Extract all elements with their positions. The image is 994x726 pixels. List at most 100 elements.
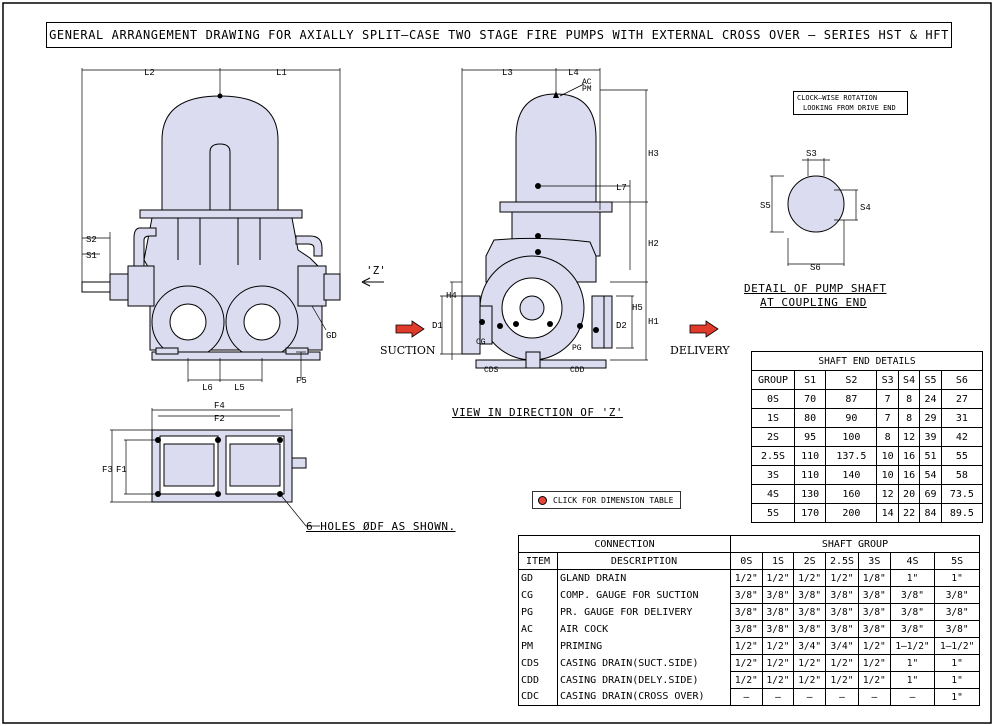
shaft-value-cell: 89.5 [940, 503, 984, 523]
connection-size-cell: 1/2" [761, 654, 795, 672]
connection-item-cell: PG [518, 603, 558, 621]
connection-item-cell: CDD [518, 671, 558, 689]
dim-S5: S5 [760, 201, 771, 211]
group-header: 3S [858, 552, 891, 570]
delivery-label: DELIVERY [670, 344, 730, 357]
connection-size-cell: 1" [934, 569, 980, 587]
connection-item-cell: PM [518, 637, 558, 655]
dim-L4: L4 [568, 68, 579, 78]
shaft-value-cell: 200 [825, 503, 878, 523]
connection-size-cell: 3/8" [793, 620, 826, 638]
shaft-value-cell: 84 [919, 503, 942, 523]
shaft-value-cell: 110 [793, 465, 827, 485]
dim-D2: D2 [616, 321, 627, 331]
connection-size-cell: – [889, 688, 936, 706]
dim-S2: S2 [86, 235, 97, 245]
shaft-col-header: S3 [876, 370, 899, 390]
shaft-value-cell: 7 [876, 408, 899, 428]
shaft-value-cell: 16 [897, 465, 921, 485]
shaft-value-cell: 69 [919, 484, 942, 504]
connection-size-cell: 3/8" [730, 620, 763, 638]
connection-size-cell: 1/2" [793, 654, 826, 672]
connection-size-cell: 1" [934, 654, 980, 672]
connection-size-cell: 1/2" [761, 637, 795, 655]
shaft-group-cell: 0S [751, 389, 795, 409]
shaft-col-header: S6 [940, 370, 984, 390]
shaft-group-cell: 3S [751, 465, 795, 485]
connection-size-cell: – [730, 688, 763, 706]
dim-S1: S1 [86, 251, 97, 261]
connection-size-cell: 1/2" [730, 637, 763, 655]
dim-L1: L1 [276, 68, 287, 78]
connection-size-cell: 1/2" [793, 671, 826, 689]
dim-L7: L7 [616, 183, 627, 193]
group-header: 4S [889, 552, 936, 570]
shaft-value-cell: 95 [793, 427, 827, 447]
connection-description-cell: AIR COCK [557, 620, 731, 638]
connection-size-cell: 1/2" [761, 671, 795, 689]
suction-arrow [395, 320, 425, 338]
shaft-group-cell: 2.5S [751, 446, 795, 466]
shaft-value-cell: 100 [825, 427, 878, 447]
shaft-value-cell: 16 [897, 446, 921, 466]
connection-size-cell: 1" [889, 569, 936, 587]
dimension-table-button-label: CLICK FOR DIMENSION TABLE [553, 495, 674, 505]
shaft-value-cell: 73.5 [940, 484, 984, 504]
connection-size-cell: 3/8" [730, 603, 763, 621]
shaft-value-cell: 42 [940, 427, 984, 447]
dim-H5: H5 [632, 303, 643, 313]
connection-item-cell: CDS [518, 654, 558, 672]
connection-size-cell: 1–1/2" [934, 637, 980, 655]
shaft-value-cell: 140 [825, 465, 878, 485]
dim-S6: S6 [810, 263, 821, 272]
shaft-detail-caption-line1: DETAIL OF PUMP SHAFT [744, 282, 887, 295]
connection-size-cell: 1/2" [730, 569, 763, 587]
shaft-value-cell: 137.5 [825, 446, 878, 466]
holes-note: 6 HOLES ØDF AS SHOWN. [306, 520, 456, 533]
connection-size-cell: 3/8" [858, 620, 891, 638]
description-header: DESCRIPTION [557, 552, 731, 570]
shaft-value-cell: 55 [940, 446, 984, 466]
connection-description-cell: GLAND DRAIN [557, 569, 731, 587]
label-AC: AC [582, 78, 592, 87]
dimension-table-button[interactable]: CLICK FOR DIMENSION TABLE [532, 491, 681, 509]
dim-D1: D1 [432, 321, 443, 331]
shaft-value-cell: 22 [897, 503, 921, 523]
shaft-detail: S3 S4 S5 S6 [760, 149, 871, 272]
group-header: 2S [793, 552, 826, 570]
shaft-value-cell: 27 [940, 389, 984, 409]
shaft-value-cell: 160 [825, 484, 878, 504]
connection-size-cell: 3/8" [889, 586, 936, 604]
shaft-value-cell: 130 [793, 484, 827, 504]
connection-size-cell: 1/2" [761, 569, 795, 587]
connection-description-cell: PR. GAUGE FOR DELIVERY [557, 603, 731, 621]
shaft-detail-caption: DETAIL OF PUMP SHAFT AT COUPLING END [744, 282, 886, 310]
shaft-col-header: S1 [793, 370, 827, 390]
shaft-value-cell: 58 [940, 465, 984, 485]
dim-S4: S4 [860, 203, 871, 213]
front-view: L2 L1 S2 S1 L6 L5 F5 GD [81, 68, 341, 393]
dim-F3: F3 [102, 465, 113, 475]
connection-description-cell: COMP. GAUGE FOR SUCTION [557, 586, 731, 604]
dim-L2: L2 [144, 68, 155, 78]
drawing-title: GENERAL ARRANGEMENT DRAWING FOR AXIALLY … [46, 22, 952, 48]
shaft-value-cell: 8 [876, 427, 899, 447]
shaft-col-header: S2 [825, 370, 878, 390]
shaft-col-header: S5 [919, 370, 942, 390]
group-header: 0S [730, 552, 763, 570]
connection-size-cell: – [761, 688, 795, 706]
dim-L3: L3 [502, 68, 513, 78]
connection-size-cell: – [824, 688, 860, 706]
connection-size-cell: 1/2" [824, 654, 860, 672]
connection-size-cell: 1–1/2" [889, 637, 936, 655]
connection-item-cell: GD [518, 569, 558, 587]
connection-size-cell: 3/8" [761, 620, 795, 638]
group-header: 5S [934, 552, 980, 570]
